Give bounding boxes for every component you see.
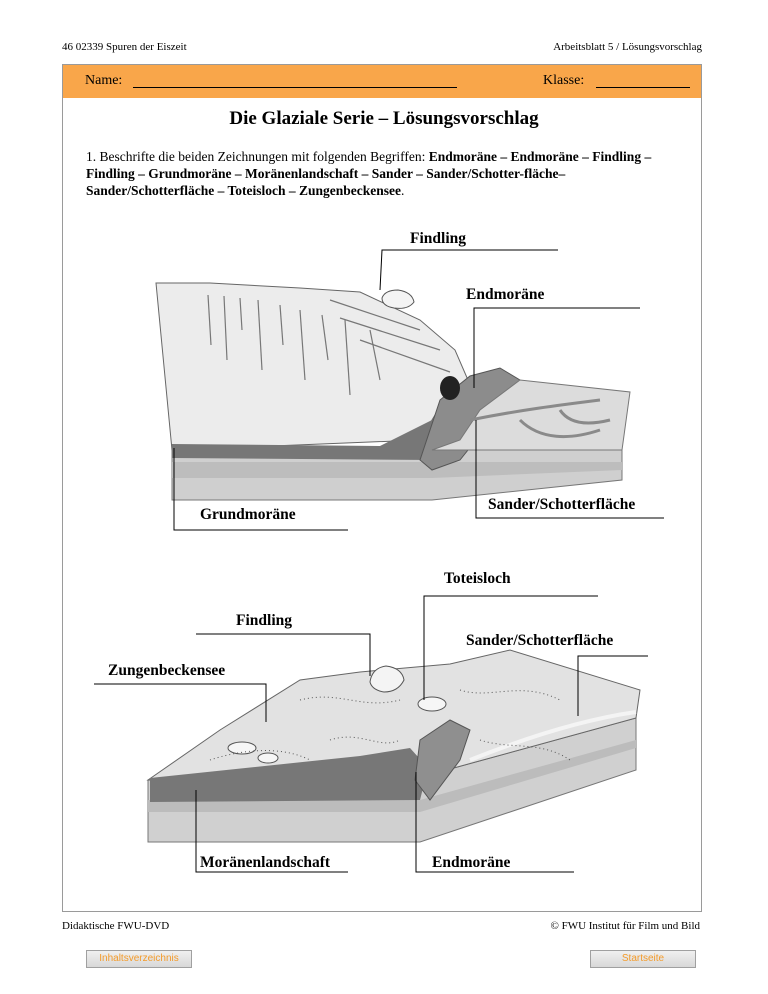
label-sander-2: Sander/Schotterfläche	[466, 632, 613, 650]
label-findling-1: Findling	[410, 230, 466, 248]
toc-button[interactable]: Inhaltsverzeichnis	[86, 950, 192, 968]
label-findling-2: Findling	[236, 612, 292, 630]
label-zungenbeckensee: Zungenbeckensee	[108, 662, 225, 680]
label-sander-1: Sander/Schotterfläche	[488, 496, 635, 514]
label-grundmoraene: Grundmoräne	[200, 506, 296, 524]
label-endmoraene-1: Endmoräne	[466, 286, 544, 304]
home-button[interactable]: Startseite	[590, 950, 696, 968]
label-moraenenlandschaft: Moränenlandschaft	[200, 854, 330, 872]
footer-right: © FWU Institut für Film und Bild	[550, 920, 700, 932]
label-toteisloch: Toteisloch	[444, 570, 511, 588]
diagram-1-block	[156, 283, 630, 500]
footer-left: Didaktische FWU-DVD	[62, 920, 169, 932]
label-endmoraene-2: Endmoräne	[432, 854, 510, 872]
